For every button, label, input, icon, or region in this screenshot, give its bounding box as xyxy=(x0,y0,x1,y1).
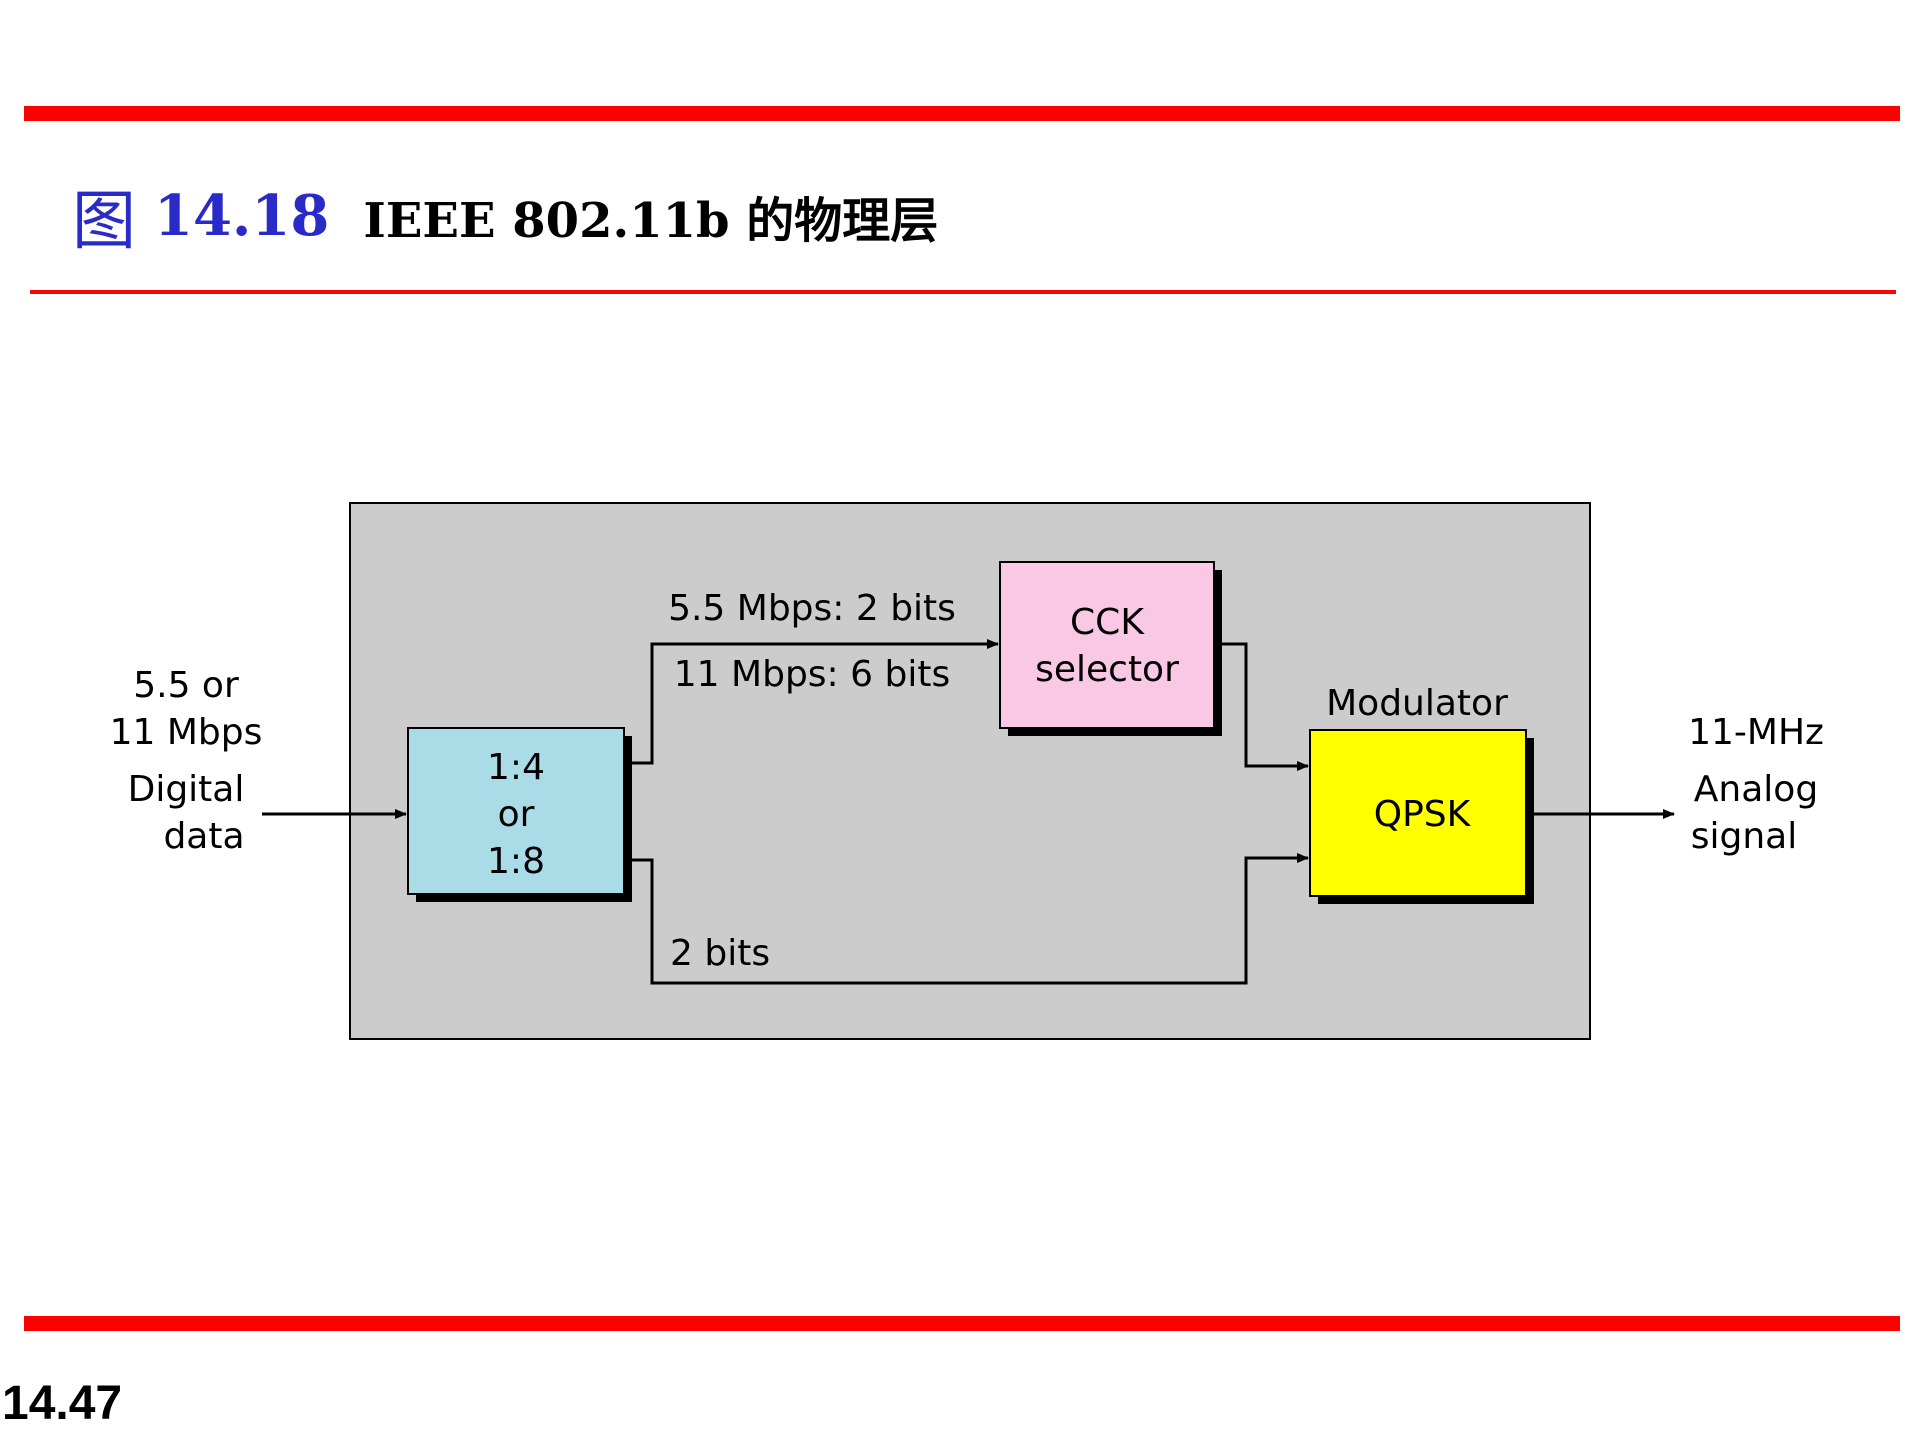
cck-block xyxy=(999,561,1215,729)
slide-title: 图 14.18 IEEE 802.11b 的物理层 xyxy=(72,176,939,259)
splitter-label-line3: 1:8 xyxy=(487,841,545,882)
figure-number: 14.18 xyxy=(154,183,330,249)
direct-path-line xyxy=(632,853,1309,985)
splitter-block xyxy=(407,727,625,895)
cck-path-label-1: 5.5 Mbps: 2 bits xyxy=(668,588,956,629)
output-label-line1: 11-MHz xyxy=(1688,712,1824,753)
cck-path-label-2: 11 Mbps: 6 bits xyxy=(674,654,950,695)
output-label-line2: Analog xyxy=(1694,769,1818,810)
input-label-line4: data xyxy=(163,816,244,857)
cck-to-modulator-line xyxy=(1222,642,1309,771)
input-label-line3: Digital xyxy=(128,769,245,810)
direct-path-label: 2 bits xyxy=(670,933,770,974)
title-prefix: 图 xyxy=(72,185,136,259)
modulator-caption: Modulator xyxy=(1326,683,1508,724)
top-red-rule xyxy=(24,106,1900,121)
splitter-label-line2: or xyxy=(498,794,535,835)
page-number: 14.47 xyxy=(2,1377,123,1430)
input-label-line1: 5.5 or xyxy=(133,665,239,706)
modulator-block xyxy=(1309,729,1527,897)
input-label-line2: 11 Mbps xyxy=(110,712,263,753)
cck-path-line xyxy=(632,639,999,765)
title-underline-rule xyxy=(30,290,1896,294)
cck-label-line1: CCK xyxy=(1070,602,1145,643)
output-label-line3: signal xyxy=(1691,816,1798,857)
cck-label-line2: selector xyxy=(1035,649,1179,690)
bottom-red-rule xyxy=(24,1316,1900,1331)
modulator-label: QPSK xyxy=(1374,794,1472,835)
figure-title: IEEE 802.11b 的物理层 xyxy=(363,193,939,249)
splitter-label-line1: 1:4 xyxy=(487,747,545,788)
